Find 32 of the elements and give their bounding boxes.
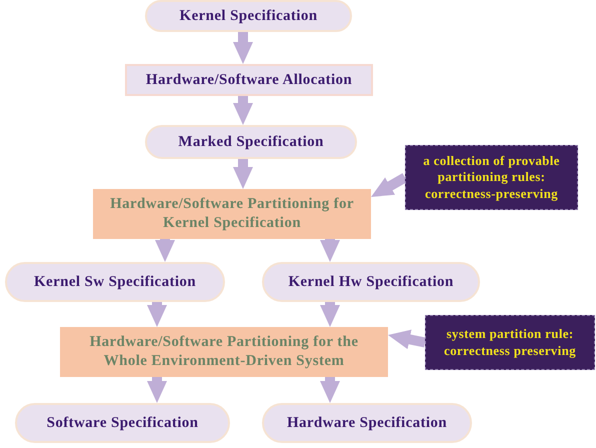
node-label: Marked Specification <box>178 132 324 152</box>
process-box <box>125 64 373 96</box>
note-box <box>405 145 578 210</box>
rounded-box <box>145 0 352 32</box>
node-label: Hardware/Software Allocation <box>146 70 352 90</box>
node-label: Hardware Specification <box>286 414 448 433</box>
process-box <box>93 189 371 239</box>
arrow <box>233 159 253 189</box>
rounded-box <box>262 262 480 302</box>
rounded-box <box>262 403 472 443</box>
arrow <box>320 377 340 403</box>
arrow <box>147 302 167 327</box>
arrow <box>233 96 253 125</box>
arrow <box>320 239 340 262</box>
note-box <box>425 315 595 370</box>
arrow <box>155 239 175 262</box>
node-label: system partition rule: correctness preserving <box>443 326 577 359</box>
node-label: a collection of provable partitioning rules: correctness-preserving <box>422 153 561 202</box>
node-label: Hardware/Software Partitioning for Kernel Specification <box>109 195 355 233</box>
rounded-box <box>5 262 225 302</box>
arrow <box>147 377 167 403</box>
node-label: Kernel Hw Specification <box>288 272 454 292</box>
arrow <box>233 32 253 64</box>
rounded-box <box>15 403 230 443</box>
node-label: Software Specification <box>46 414 198 433</box>
arrow <box>387 330 426 350</box>
node-label: Kernel Sw Specification <box>34 272 196 292</box>
node-label: Hardware/Software Partitioning for the Whole Environment-Driven System <box>88 333 360 371</box>
node-label: Kernel Specification <box>180 6 318 26</box>
rounded-box <box>145 125 357 159</box>
arrow <box>320 302 340 327</box>
process-box <box>60 327 388 377</box>
